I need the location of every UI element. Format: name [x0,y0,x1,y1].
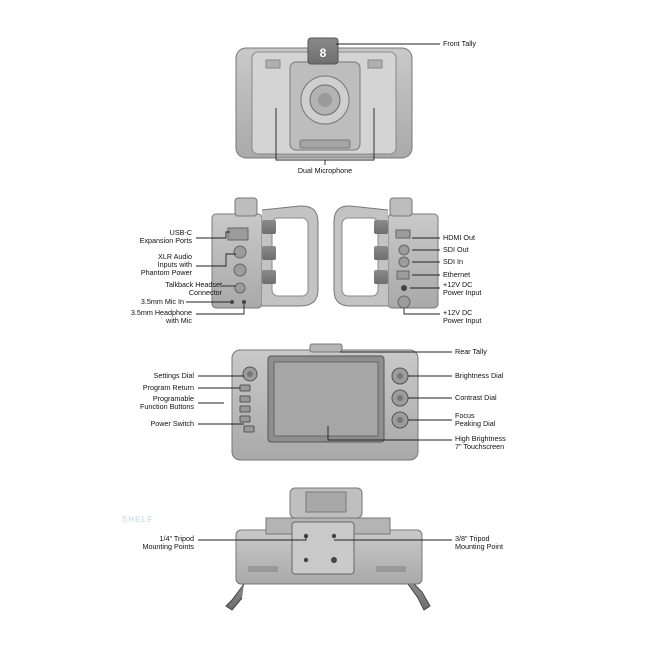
usb-c-leader [196,231,230,239]
xlr-leader [196,253,236,267]
touchscreen-leader [327,426,452,441]
rear-tally-label: Rear Tally [455,347,487,356]
program-return-label: Program Return [142,383,194,392]
mic-in-label: 3.5mm Mic In [140,297,184,306]
dc-b-leader [403,308,440,315]
sdi-in-label: SDI In [443,257,463,266]
tripod-quarter-leader [198,536,307,541]
talkback-label: Talkback Headset Connector [165,280,222,297]
front-tally-label: Front Tally [443,39,477,48]
front-view-monitor [235,37,413,159]
tripod-quarter-label: 1/4" Tripod Mounting Points [142,534,194,551]
touchscreen-label: High Brightness 7" Touchscreen [455,434,506,451]
settings-dial-label: Settings Dial [153,371,194,380]
usb-c-label: USB-C Expansion Ports [139,228,192,245]
power-switch-label: Power Switch [150,419,194,428]
dc-power-b-label: +12V DC Power Input [443,308,482,325]
watermark: SHELF [122,515,154,524]
sdi-out-label: SDI Out [443,245,469,254]
focus-peaking-label: Focus Peaking Dial [455,411,496,428]
contrast-dial-label: Contrast Dial [455,393,497,402]
bottom-view-monitor [225,487,431,611]
ethernet-label: Ethernet [443,270,471,279]
right-side-view [333,197,439,309]
headphone-label: 3.5mm Headphone with Mic [130,308,192,325]
left-side-view [211,197,319,309]
xlr-audio-label: XLR Audio Inputs with Phantom Power [140,252,192,277]
brightness-dial-label: Brightness Dial [455,371,504,380]
front-tally-number: 8 [320,46,327,60]
headphone-leader [196,304,245,315]
dc-power-a-label: +12V DC Power Input [443,280,482,297]
rear-view-monitor [231,343,419,461]
tripod-38-label: 3/8" Tripod Mounting Point [455,534,503,551]
hdmi-out-label: HDMI Out [443,233,475,242]
dual-microphone-label: Dual Microphone [297,166,353,175]
function-buttons-label: Programable Function Buttons [140,394,194,411]
